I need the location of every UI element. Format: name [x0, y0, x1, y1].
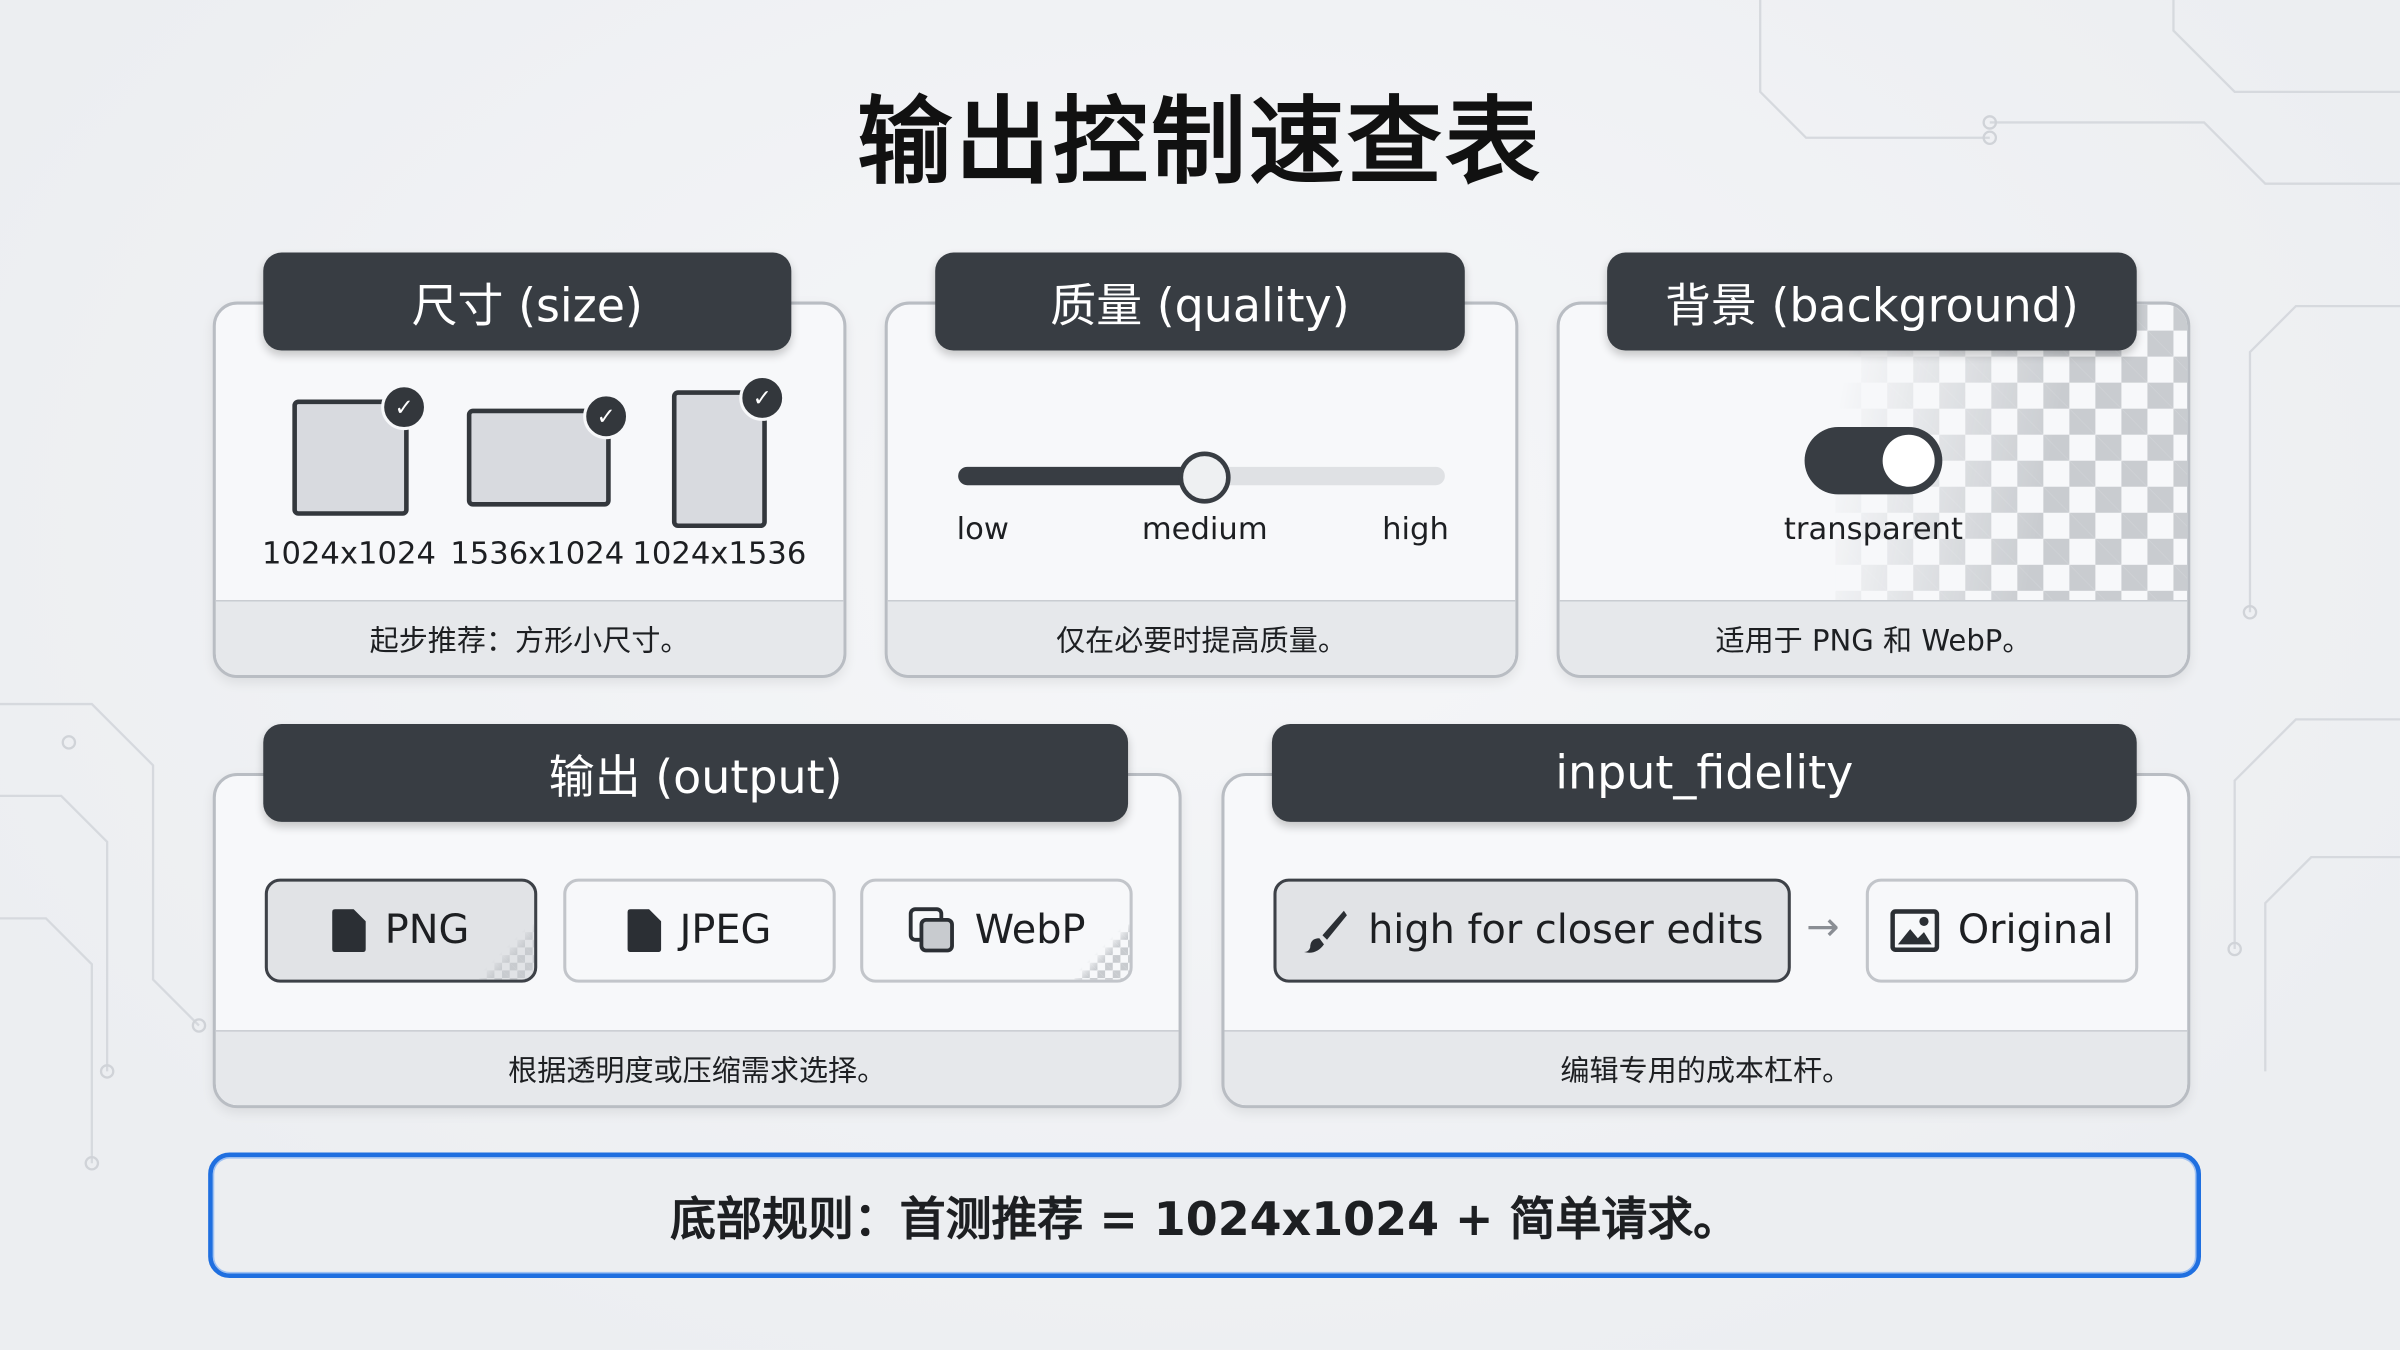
size-card-header: 尺寸 (size) — [263, 252, 792, 351]
quality-high-label: high — [1382, 509, 1449, 547]
transparency-corner — [479, 924, 535, 980]
size-label: 1024x1536 — [632, 534, 807, 571]
original-button[interactable]: Original — [1865, 878, 2139, 983]
file-icon — [332, 909, 367, 953]
check-icon: ✓ — [583, 393, 630, 440]
toggle-knob — [1882, 434, 1935, 487]
input-fidelity-card-footer: 编辑专用的成本杠杆。 — [1224, 1030, 2188, 1106]
transparent-label: transparent — [1783, 509, 1963, 547]
format-jpeg-button[interactable]: JPEG — [563, 878, 836, 983]
size-card: ✓ ✓ ✓ 1024x1024 1536x1024 1024x1536 起步推荐… — [212, 301, 847, 679]
output-card-footer: 根据透明度或压缩需求选择。 — [215, 1030, 1179, 1106]
quality-medium-label: medium — [1141, 509, 1268, 547]
output-card-header: 输出 (output) — [263, 723, 1129, 822]
size-card-footer: 起步推荐：方形小尺寸。 — [215, 599, 844, 675]
format-png-button[interactable]: PNG — [264, 878, 538, 983]
arrow-right-icon: → — [1806, 904, 1840, 951]
input-fidelity-card: high for closer edits → Original 编辑专用的成本… — [1221, 772, 2191, 1109]
format-label: PNG — [384, 907, 470, 954]
file-icon — [627, 909, 662, 953]
check-icon: ✓ — [381, 384, 428, 431]
quality-card: low medium high 仅在必要时提高质量。 — [884, 301, 1519, 679]
format-label: WebP — [974, 907, 1086, 954]
background-card-header: 背景 (background) — [1607, 252, 2137, 351]
brush-icon — [1303, 910, 1347, 953]
background-card-footer: 适用于 PNG 和 WebP。 — [1559, 599, 2188, 675]
layers-icon — [908, 907, 954, 953]
original-label: Original — [1957, 907, 2114, 954]
format-label: JPEG — [679, 907, 772, 954]
transparency-corner — [1074, 924, 1130, 980]
high-fidelity-label: high for closer edits — [1368, 907, 1764, 954]
quality-card-header: 质量 (quality) — [935, 252, 1465, 351]
input-fidelity-card-header: input_fidelity — [1271, 723, 2137, 822]
quality-low-label: low — [956, 509, 1009, 547]
bottom-rule-banner: 底部规则：首测推荐 = 1024x1024 + 简单请求。 — [208, 1152, 2202, 1279]
output-card: PNG JPEG WebP 根据透明度或压缩需求选择。 — [212, 772, 1182, 1109]
background-card: transparent 适用于 PNG 和 WebP。 — [1556, 301, 2191, 679]
quality-slider-thumb[interactable] — [1178, 451, 1231, 504]
high-fidelity-button[interactable]: high for closer edits — [1273, 878, 1791, 983]
check-icon: ✓ — [739, 374, 786, 421]
image-icon — [1890, 909, 1940, 953]
page-title: 输出控制速查表 — [857, 85, 1543, 198]
size-label: 1536x1024 — [450, 534, 625, 571]
size-label: 1024x1024 — [261, 534, 436, 571]
transparent-toggle[interactable] — [1804, 427, 1943, 495]
format-webp-button[interactable]: WebP — [860, 878, 1133, 983]
quality-slider-fill — [958, 466, 1204, 486]
quality-card-footer: 仅在必要时提高质量。 — [887, 599, 1516, 675]
